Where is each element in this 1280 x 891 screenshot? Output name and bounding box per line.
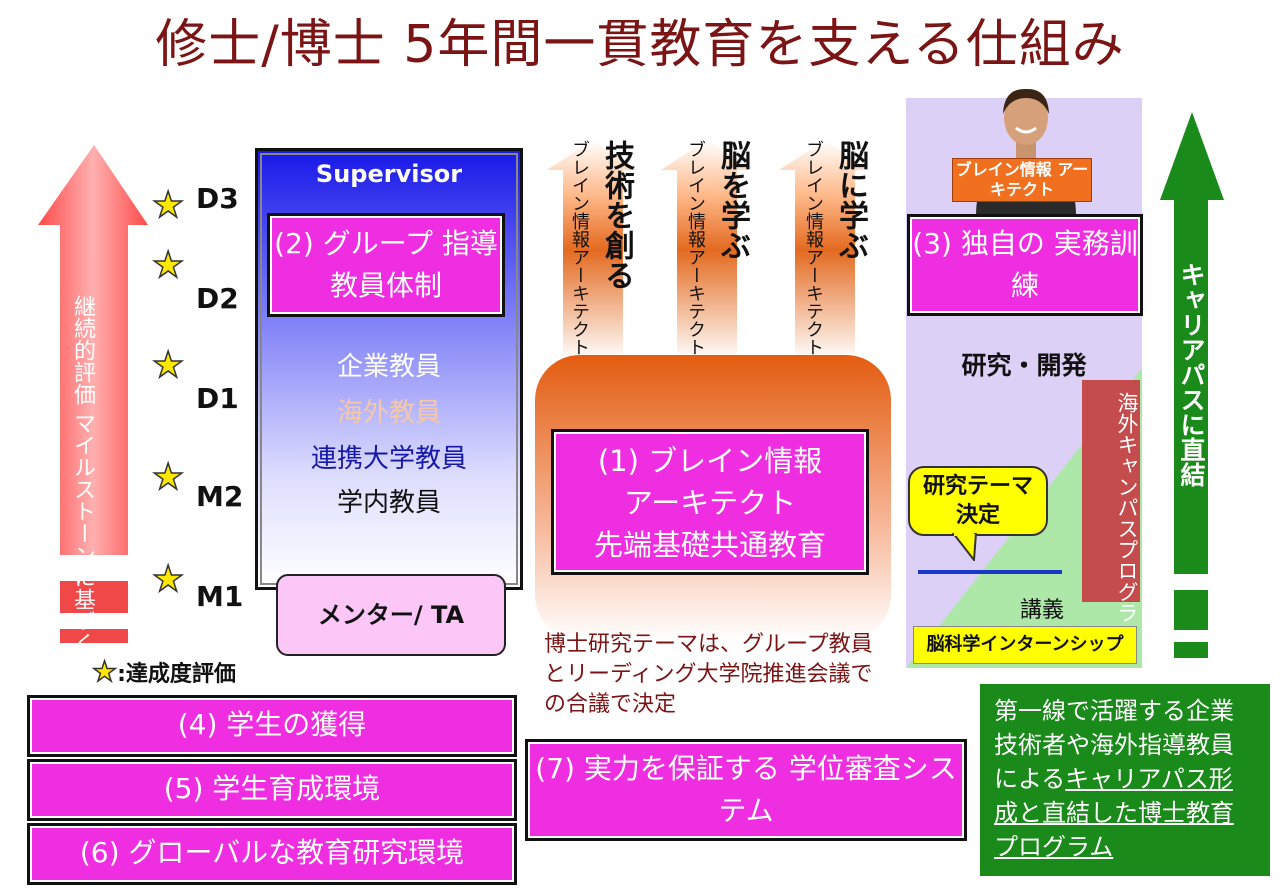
member-corporate: 企業教員	[336, 352, 441, 382]
star-icon: ★	[151, 345, 185, 386]
pdca-arrow: 継続的評価 マイルストーンに基づくPDCA	[36, 145, 156, 715]
arrow2-main: 脳を学ぶ	[715, 140, 750, 260]
group-advisor-box: (2) グループ 指導教員体制	[267, 213, 505, 317]
star-icon: ★	[151, 245, 185, 286]
career-program-box: 第一線で活躍する企業技術者や海外指導教員によるキャリアパス形成と直結した博士教育…	[980, 684, 1270, 876]
rd-label: 研究・開発	[961, 351, 1087, 380]
mentor-box: メンター/ TA	[276, 574, 506, 656]
bubble-tail-shape	[950, 532, 978, 563]
overseas-campus-label: 海外キャンパスプログラム	[1115, 392, 1139, 644]
practical-training-label: (3) 独自の 実務訓練	[912, 227, 1138, 302]
architect-sign-label: ブレイン情報 アーキテクト	[955, 160, 1089, 199]
brain-internship-label: 脳科学インターンシップ	[926, 634, 1124, 655]
level-d1: D1	[196, 382, 239, 415]
pdca-arrow-label: 継続的評価 マイルストーンに基づくPDCA	[70, 295, 95, 715]
legend: ★:達成度評価	[91, 655, 236, 688]
career-program-link[interactable]: キャリアパス形成と直結した博士教育プログラム	[994, 765, 1234, 861]
global-environment-label: (6) グローバルな教育研究環境	[79, 836, 465, 869]
career-program-text: 第一線で活躍する企業技術者や海外指導教員による	[994, 697, 1234, 793]
overseas-campus-box: 海外キャンパスプログラム	[1082, 380, 1140, 644]
member-overseas: 海外教員	[336, 398, 441, 428]
arrow1-sub: ブレイン情報アーキテクト	[569, 140, 590, 356]
core-education-line1: (1) ブレイン情報	[597, 444, 823, 478]
arrow1-main: 技術を創る	[599, 140, 634, 290]
supervisor-heading: Supervisor	[315, 160, 463, 188]
degree-review-label: (7) 実力を保証する 学位審査システム	[535, 752, 957, 827]
level-m1: M1	[196, 580, 244, 613]
student-recruitment-label: (4) 学生の獲得	[177, 708, 367, 741]
member-partner: 連携大学教員	[310, 444, 467, 474]
arrow3-main: 脳に学ぶ	[833, 140, 868, 260]
theme-bubble-label: 研究テーマ 決定	[922, 474, 1033, 528]
level-d2: D2	[196, 282, 239, 315]
degree-review-box: (7) 実力を保証する 学位審査システム	[525, 739, 967, 841]
arrow2-sub: ブレイン情報アーキテクト	[685, 140, 706, 356]
student-recruitment-box: (4) 学生の獲得	[27, 695, 517, 757]
core-education-line2: アーキテクト	[623, 486, 797, 520]
lecture-line	[918, 570, 1062, 574]
level-d3: D3	[196, 182, 239, 215]
practical-training-box: (3) 独自の 実務訓練	[907, 214, 1143, 316]
core-education-box: (1) ブレイン情報 アーキテクト 先端基礎共通教育	[551, 429, 869, 575]
career-arrow-label: キャリアパスに直結	[1177, 262, 1206, 487]
lecture-label: 講義	[1020, 598, 1065, 623]
theme-decision-note: 博士研究テーマは、グループ教員とリーディング大学院推進会議での合議で決定	[544, 632, 873, 717]
global-environment-box: (6) グローバルな教育研究環境	[27, 823, 517, 885]
arrow3-sub: ブレイン情報アーキテクト	[803, 140, 824, 356]
student-environment-label: (5) 学生育成環境	[163, 772, 381, 805]
member-internal: 学内教員	[336, 488, 441, 518]
mentor-label: メンター/ TA	[317, 601, 465, 629]
page-title: 修士/博士 5年間一貫教育を支える仕組み	[155, 15, 1125, 75]
star-icon: ★	[151, 457, 185, 498]
brain-internship-box: 脳科学インターンシップ	[913, 626, 1137, 664]
student-environment-box: (5) 学生育成環境	[27, 759, 517, 821]
theme-bubble: 研究テーマ 決定	[908, 466, 1048, 536]
level-m2: M2	[196, 480, 244, 513]
career-arrow-shape	[1160, 112, 1224, 658]
bubble-tail	[950, 532, 980, 563]
core-education-line3: 先端基礎共通教育	[593, 528, 826, 562]
group-advisor-label: (2) グループ 指導教員体制	[274, 227, 498, 302]
star-icon: ★	[151, 185, 185, 226]
legend-label: :達成度評価	[117, 662, 236, 687]
career-arrow: キャリアパスに直結	[1156, 112, 1228, 660]
star-icon: ★	[151, 559, 185, 600]
architect-sign: ブレイン情報 アーキテクト	[952, 158, 1092, 202]
pdca-arrow-shape	[38, 145, 148, 643]
star-icon: ★	[91, 655, 118, 688]
